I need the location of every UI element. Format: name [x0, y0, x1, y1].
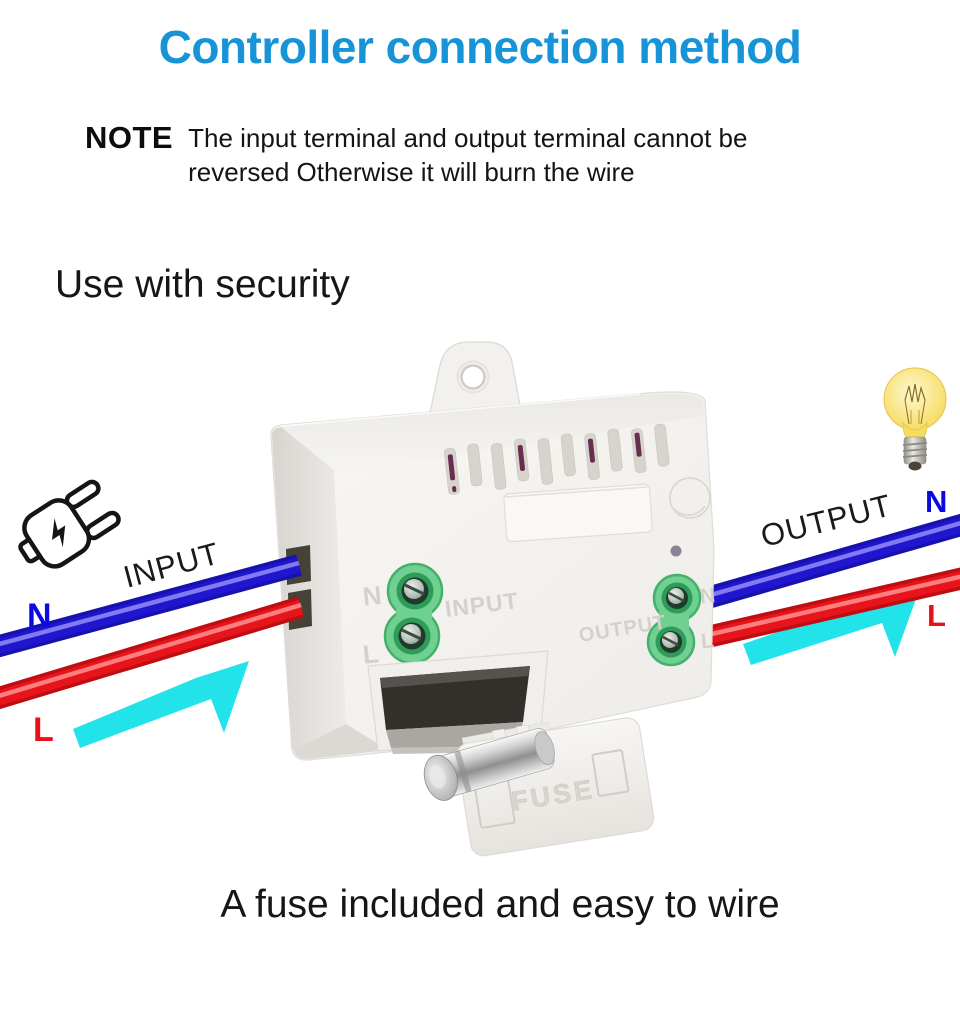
input-neutral-wire	[0, 554, 302, 658]
input-terminal-l	[393, 617, 431, 655]
bulb-filament	[904, 383, 926, 425]
input-live-label: L	[33, 711, 54, 749]
note-text: The input terminal and output terminal c…	[188, 121, 747, 189]
output-neutral-label: N	[925, 484, 947, 519]
device-bottom-edge	[294, 724, 388, 760]
input-flow-arrow	[73, 661, 249, 748]
output-neutral-wire	[686, 513, 960, 614]
pairing-button	[669, 477, 711, 519]
note-line-1: The input terminal and output terminal c…	[188, 123, 748, 153]
note-line-2: reversed Otherwise it will burn the wire	[188, 157, 635, 187]
led-indicator	[670, 545, 682, 557]
fuse-slot	[367, 650, 549, 754]
note-block: NOTE The input terminal and output termi…	[85, 121, 747, 189]
vent-inner-marks	[447, 432, 642, 493]
device-side-face	[271, 427, 346, 751]
vent-slots	[444, 423, 670, 495]
plug-icon	[18, 479, 121, 569]
input-live-wire	[0, 596, 305, 710]
output-terminal-block	[646, 573, 702, 667]
input-terminal-block	[383, 562, 444, 665]
output-live-label: L	[927, 598, 946, 633]
device-output-n-label: N	[699, 584, 716, 608]
device-output-l-label: L	[700, 629, 715, 653]
section-heading: Use with security	[55, 263, 350, 306]
bulb-tip	[908, 461, 922, 471]
note-label: NOTE	[85, 120, 174, 155]
mounting-hole	[460, 364, 486, 390]
page-title: Controller connection method	[158, 21, 802, 73]
device-top-face	[274, 393, 704, 474]
output-terminal-n	[661, 582, 693, 614]
device-input-n-label: N	[361, 580, 383, 612]
device-input-l-label: L	[361, 638, 380, 670]
bulb-icon	[883, 367, 947, 471]
fuse-cylinder	[423, 728, 555, 801]
output-live-wire	[687, 567, 960, 652]
input-neutral-label: N	[27, 597, 52, 635]
controller-device: N L INPUT OUTPUT N L	[270, 341, 716, 857]
output-terminal-l	[655, 626, 687, 658]
input-terminal-n	[396, 572, 434, 610]
bottom-caption: A fuse included and easy to wire	[220, 883, 780, 926]
label-recess	[503, 483, 653, 543]
